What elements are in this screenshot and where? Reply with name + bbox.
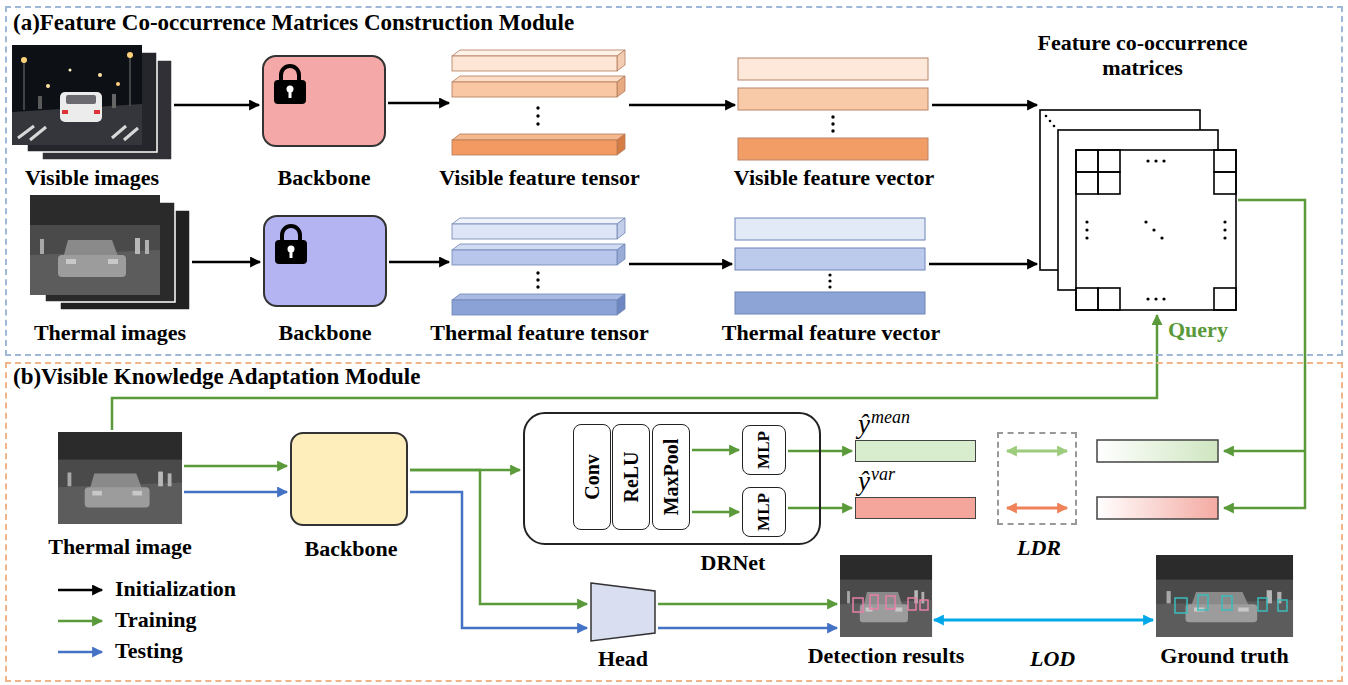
legend: InitializationTrainingTesting: [115, 576, 236, 669]
connector-arrow: [388, 102, 449, 105]
node-label: Detection results: [808, 643, 965, 668]
trapezoid-shape: [590, 582, 656, 642]
symbol-superscript: var: [871, 464, 895, 484]
matrix-stack: Feature co-occurrence matrices: [1040, 22, 1245, 312]
node-label: Backbone: [279, 320, 372, 345]
connector-arrow: [184, 465, 287, 468]
symbol-label: ŷmean: [858, 408, 910, 438]
layer-box: Conv: [573, 424, 611, 530]
node-label: LDR: [1017, 535, 1061, 560]
connector-arrow: [929, 263, 1037, 266]
node-label: Head: [598, 646, 648, 671]
backbone-box: Backbone: [263, 215, 387, 307]
node-label: Visible feature tensor: [439, 165, 639, 190]
image-stack: Visible images: [12, 45, 172, 160]
symbol-hat: ŷ: [858, 466, 870, 496]
module-panel: (b)Visible Knowledge Adaptation ModuleTh…: [5, 362, 1343, 682]
result-image: Detection results: [840, 555, 932, 637]
symbol-hat: ŷ: [858, 409, 870, 439]
mlp-box: MLP: [742, 487, 786, 537]
node-label: Backbone: [278, 165, 371, 190]
symbol-superscript: mean: [871, 407, 910, 427]
connector-arrow: [410, 492, 587, 628]
connector-arrow: [692, 511, 739, 514]
output-vector: ŷvar: [855, 497, 976, 519]
node-label: Ground truth: [1160, 643, 1289, 668]
layer-label: MLP: [754, 431, 774, 469]
feature-tensor: Thermal feature tensor: [452, 216, 627, 316]
node-label: Thermal image: [48, 534, 192, 559]
symbol-label: ŷvar: [858, 465, 895, 495]
panel-heading: (b)Visible Knowledge Adaptation Module: [13, 364, 420, 390]
connector-arrow: [629, 263, 732, 266]
layer-box: MaxPool: [652, 424, 690, 530]
legend-text: Training: [115, 607, 197, 632]
node-label: DRNet: [701, 550, 766, 575]
head-trapezoid: Head: [590, 582, 656, 642]
node-label: Thermal feature vector: [722, 320, 940, 345]
node-label: Thermal images: [34, 320, 186, 345]
layer-box: ReLU: [612, 424, 650, 530]
feature-vector: Thermal feature vector: [735, 216, 927, 316]
layer-label: Conv: [581, 454, 604, 500]
legend-item: Testing: [115, 638, 236, 669]
drnet-box: DRNetConvReLUMaxPoolMLPMLP: [523, 412, 821, 545]
node-label: Visible feature vector: [734, 165, 934, 190]
feature-tensor: Visible feature tensor: [452, 48, 627, 158]
node-label: Thermal feature tensor: [430, 320, 648, 345]
module-panel: (a)Feature Co-occurrence Matrices Constr…: [5, 6, 1343, 356]
connector-arrow: [629, 104, 735, 107]
legend-item: Training: [115, 607, 236, 638]
thermal-image: Thermal image: [58, 432, 182, 524]
node-label: Backbone: [305, 536, 398, 561]
node-label: Visible images: [25, 165, 159, 190]
connector-arrow: [932, 104, 1037, 107]
output-vector: ŷmean: [855, 440, 976, 462]
mlp-box: MLP: [742, 425, 786, 475]
connector-arrow: [658, 603, 837, 606]
panel-heading: (a)Feature Co-occurrence Matrices Constr…: [13, 10, 574, 36]
layer-label: MLP: [754, 493, 774, 531]
image-stack: Thermal images: [30, 195, 190, 310]
legend-item: Initialization: [115, 576, 236, 607]
backbone-box: Backbone: [262, 55, 386, 147]
layer-label: MaxPool: [660, 439, 683, 516]
connector-arrow: [174, 104, 259, 107]
connector-arrow: [934, 619, 1153, 622]
backbone-box: Backbone: [290, 432, 408, 526]
node-label: Feature co-occurrence matrices: [1023, 30, 1263, 81]
result-image: Ground truth: [1156, 555, 1293, 637]
legend-text: Testing: [115, 638, 183, 663]
connector-arrow: [389, 261, 449, 264]
connector-arrow: [410, 470, 587, 604]
connector-arrow: [658, 627, 837, 630]
loss-box: LDR: [997, 432, 1077, 525]
edge-label: Query: [1166, 317, 1230, 342]
legend-text: Initialization: [115, 576, 236, 601]
edge-label: LOD: [1028, 646, 1077, 671]
connector-arrow: [192, 261, 260, 264]
connector-arrow: [692, 449, 739, 452]
feature-vector: Visible feature vector: [738, 55, 930, 163]
layer-label: ReLU: [620, 451, 643, 502]
connector-arrow: [184, 491, 287, 494]
